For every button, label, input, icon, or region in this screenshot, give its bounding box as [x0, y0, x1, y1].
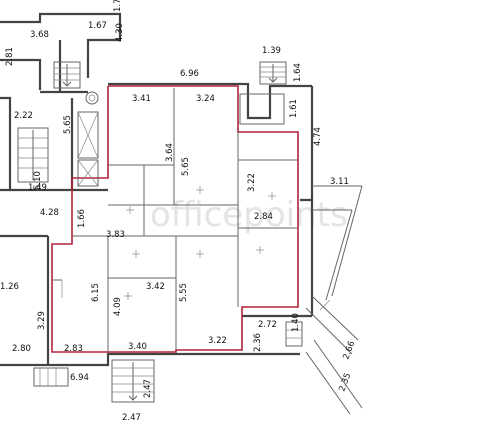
dim-2-22: 2.22 — [14, 111, 33, 121]
dim-2-81: 2.81 — [5, 47, 15, 66]
dim-1-73: 1.73 — [113, 0, 123, 12]
interior-partitions — [52, 88, 298, 352]
dim-3-22-top: 3.22 — [247, 173, 257, 192]
dim-3-42: 3.42 — [146, 282, 165, 292]
dim-5-55: 5.55 — [179, 283, 189, 302]
dim-2-66: 2.66 — [341, 340, 357, 361]
dimension-labels-vertical: 1.73 4.30 2.81 1.64 1.61 4.74 5.65 3.64 … — [5, 0, 357, 398]
dim-1-64: 1.64 — [293, 63, 303, 82]
dim-3-83: 3.83 — [106, 230, 125, 240]
dimension-labels: 3.68 1.67 1.39 6.96 3.41 3.24 2.22 1.49 … — [0, 21, 349, 423]
dim-2-83: 2.83 — [64, 344, 83, 354]
dim-2-47-bottom: 2.47 — [122, 413, 141, 423]
dim-3-40: 3.40 — [128, 342, 147, 352]
dim-1-26: 1.26 — [0, 282, 19, 292]
dim-4-30: 4.30 — [115, 23, 125, 42]
watermark: officepoints — [150, 195, 348, 235]
dim-4-28: 4.28 — [40, 208, 59, 218]
dim-1-61: 1.61 — [289, 99, 299, 118]
dim-1-66: 1.66 — [77, 209, 87, 228]
dim-3-64: 3.64 — [165, 143, 175, 162]
dim-6-94: 6.94 — [70, 373, 89, 383]
dim-6-15: 6.15 — [91, 283, 101, 302]
dim-6-96: 6.96 — [180, 69, 199, 79]
building-walls — [0, 12, 314, 367]
ramp-structure — [305, 185, 363, 415]
dim-3-24: 3.24 — [196, 94, 215, 104]
dim-2-36: 2.36 — [253, 333, 263, 352]
dim-3-68: 3.68 — [30, 30, 49, 40]
dim-1-40: 1.40 — [291, 313, 301, 332]
dim-3-41: 3.41 — [132, 94, 151, 104]
dim-2-80: 2.80 — [12, 344, 31, 354]
stairs — [17, 61, 303, 403]
markers — [124, 186, 276, 300]
dim-3-22-bottom: 3.22 — [208, 336, 227, 346]
dim-1-49: 1.49 — [28, 183, 47, 193]
dim-4-09: 4.09 — [113, 297, 123, 316]
dim-3-11: 3.11 — [330, 177, 349, 187]
dim-5-65-mid: 5.65 — [181, 157, 191, 176]
dim-2-84: 2.84 — [254, 212, 273, 222]
dim-1-67: 1.67 — [88, 21, 107, 31]
dim-1-39: 1.39 — [262, 46, 281, 56]
dim-5-10: 5.10 — [33, 171, 43, 190]
dim-5-65-left: 5.65 — [63, 115, 73, 134]
dim-2-72: 2.72 — [258, 320, 277, 330]
dim-2-35: 2.35 — [337, 372, 353, 393]
dim-2-47-side: 2.47 — [143, 379, 153, 398]
dim-3-29: 3.29 — [37, 311, 47, 330]
dim-4-74: 4.74 — [313, 127, 323, 146]
shafts — [77, 91, 285, 187]
